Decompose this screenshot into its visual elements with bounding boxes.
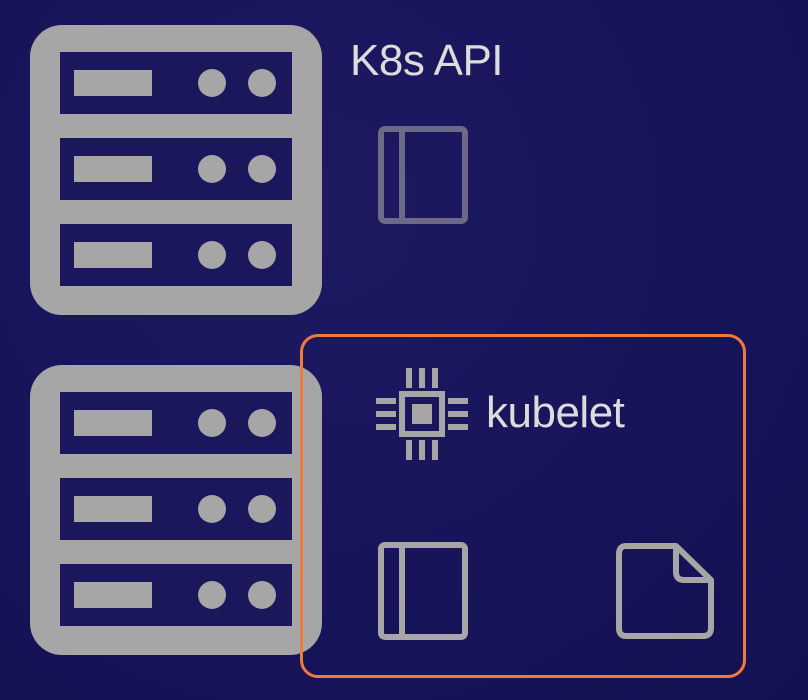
server-unit [60,564,292,626]
document-icon [616,543,714,639]
server-unit [60,224,292,286]
kubelet-label: kubelet [486,388,625,437]
server-unit [60,52,292,114]
manifest-book-icon [378,126,468,224]
manifest-book-icon [378,542,468,640]
server-unit [60,392,292,454]
server-unit [60,478,292,540]
worker-node-highlight-box [300,334,746,678]
cpu-chip-icon [376,368,468,460]
api-server-label: K8s API [350,36,504,85]
server-unit [60,138,292,200]
api-server-rack-icon [30,25,322,315]
node-server-rack-icon [30,365,322,655]
